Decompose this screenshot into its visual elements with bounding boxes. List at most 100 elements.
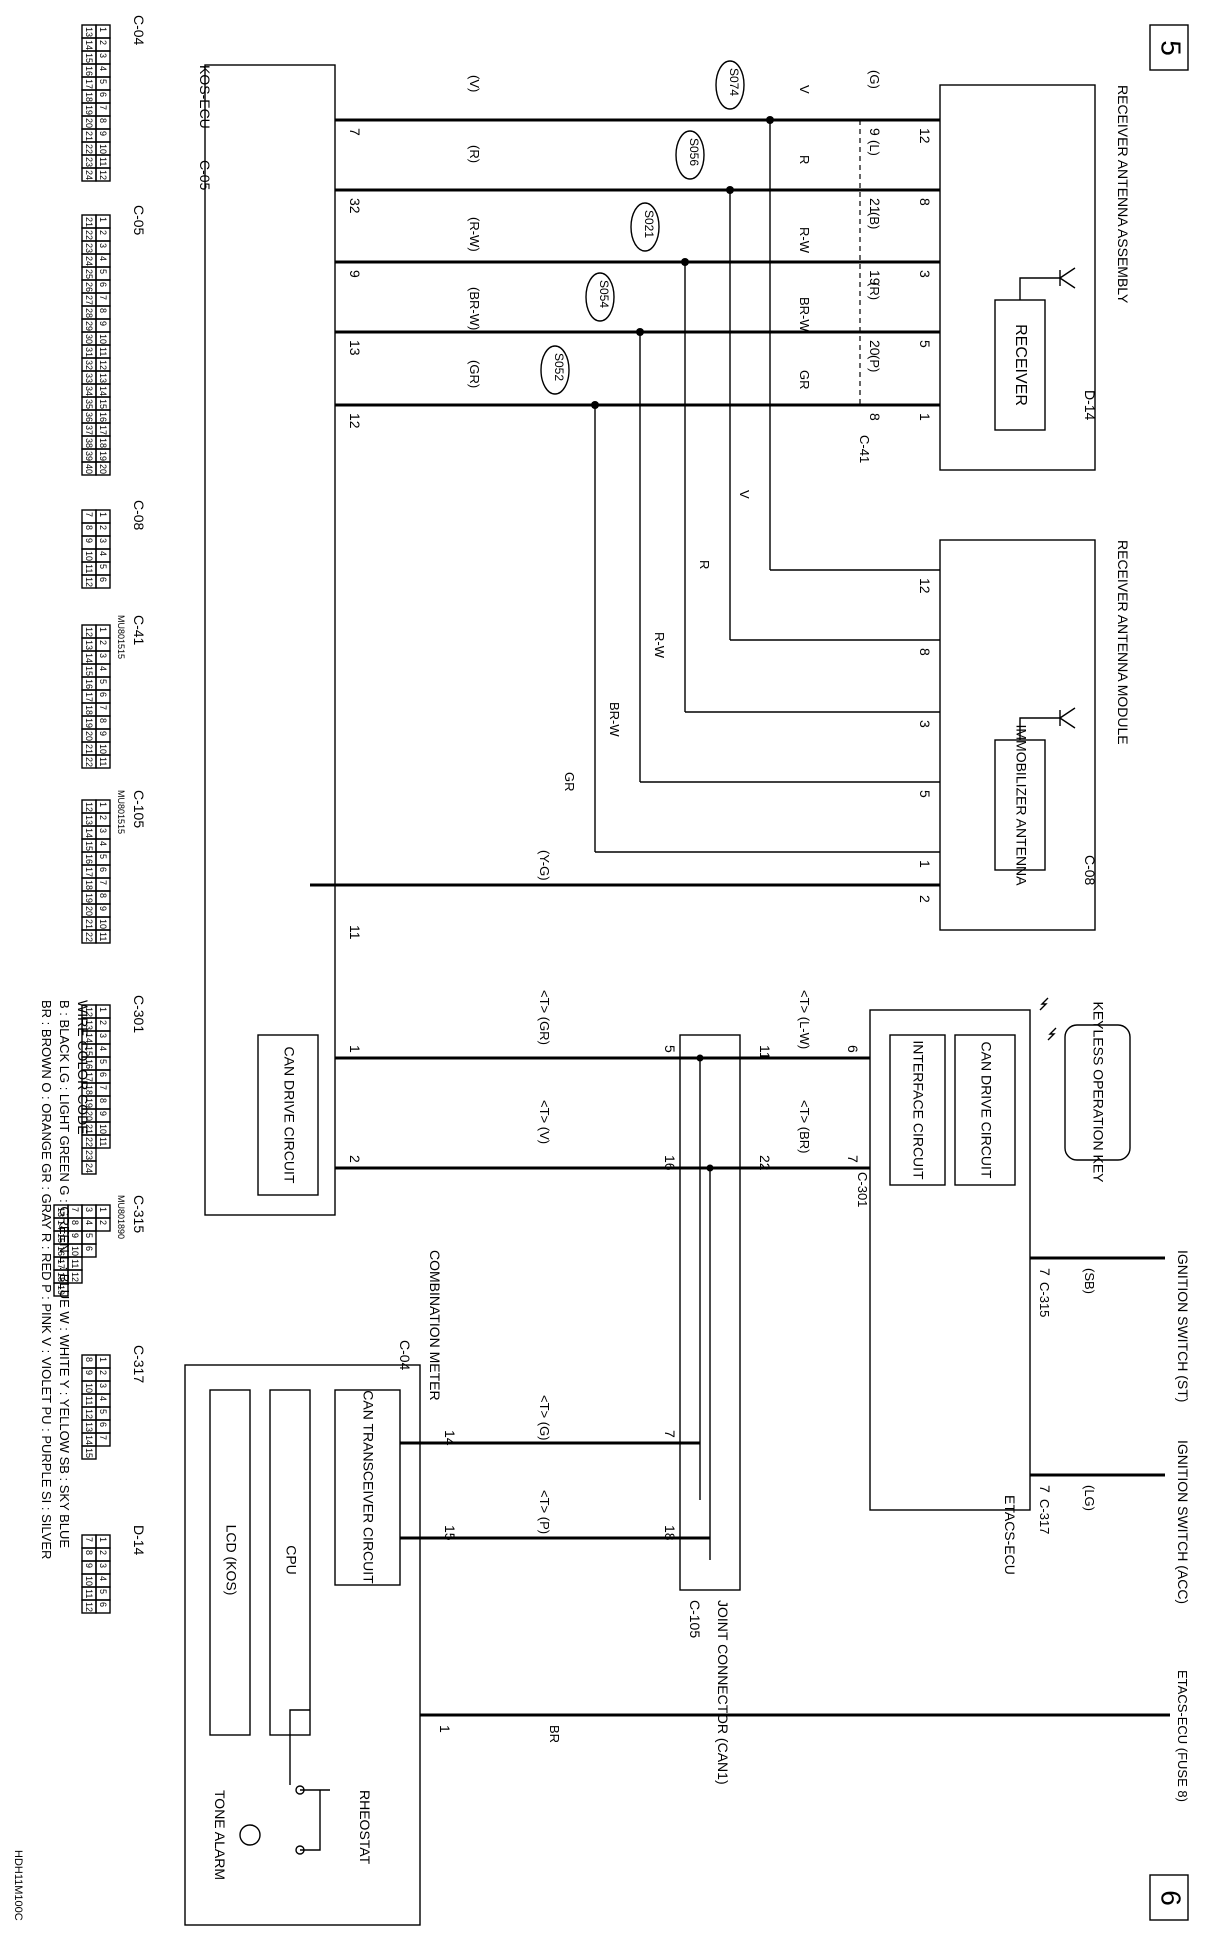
kos-can-drive-block <box>257 1034 319 1196</box>
rheostat-icon <box>289 1709 330 1855</box>
connector-pin: 12 <box>84 1007 94 1017</box>
connector-pin: 11 <box>84 1396 94 1405</box>
connector-pin: 16 <box>84 679 94 689</box>
connector-pin: 13 <box>98 373 108 383</box>
connector-pin: 3 <box>98 828 108 833</box>
connector-pin: 5 <box>84 1233 94 1238</box>
connector-id: C-41 <box>131 615 147 646</box>
wire-color: R-W <box>797 227 812 254</box>
splice-label: S021 <box>642 210 656 238</box>
ign-acc-label: IGNITION SWITCH (ACC) <box>1175 1440 1191 1604</box>
module-pin: 5 <box>917 790 933 798</box>
connector-pin: 22 <box>84 144 94 154</box>
connector-pin: 11 <box>70 1259 80 1268</box>
kos-ecu-title: KOS-ECU <box>197 65 213 129</box>
connector-pin: 40 <box>84 464 94 474</box>
connector-pin: 13 <box>84 640 94 650</box>
connector-pin: 14 <box>98 386 108 396</box>
connector-pin: 10 <box>84 551 94 561</box>
connector-cell <box>81 754 97 769</box>
connector-pin: 10 <box>98 144 108 154</box>
connector-pin: 18 <box>84 880 94 890</box>
connector-pin: 20 <box>84 1111 94 1121</box>
connector-pin: 27 <box>84 295 94 305</box>
connector-pin: 10 <box>98 1124 108 1134</box>
junction-connector: C-41 <box>857 435 872 463</box>
connector-pin: 21 <box>84 131 94 141</box>
meter-can-color1: <T> (G) <box>537 1395 552 1441</box>
connector-pin: 8 <box>98 118 108 123</box>
connector-pin: 26 <box>84 282 94 292</box>
lcd-block <box>209 1389 251 1736</box>
signal-waves-icon <box>1039 997 1057 1041</box>
junction-pin: 20 <box>867 340 883 356</box>
connector-pin: 1 <box>98 512 108 517</box>
connector-pin: 7 <box>84 512 94 517</box>
joint-connector-box <box>679 1034 741 1591</box>
connector-pin: 2 <box>98 640 108 645</box>
connector-pin: 6 <box>84 1246 94 1251</box>
connector-pin: 1 <box>98 1537 108 1542</box>
connector-pin: 5 <box>98 854 108 859</box>
connector-cell <box>81 1599 97 1614</box>
joint-pin-18: 18 <box>662 1525 678 1541</box>
connector-pin: 4 <box>98 256 108 261</box>
connector-pin: 1 <box>98 1357 108 1362</box>
wire-color: GR <box>797 370 812 390</box>
junction-color: (G) <box>867 70 882 89</box>
splice-label: S052 <box>552 353 566 381</box>
ecu-pin-11: 11 <box>347 925 363 940</box>
joint-connector-label: JOINT CONNECTOR (CAN1) <box>715 1600 731 1785</box>
connector-pin: 20 <box>98 464 108 474</box>
connector-id: D-14 <box>131 1525 147 1556</box>
connector-pin: 1 <box>98 1207 108 1212</box>
connector-pin: 15 <box>84 1448 94 1458</box>
connector-pin: 18 <box>84 1085 94 1095</box>
connector-pin: 3 <box>98 243 108 248</box>
connector-pin: 6 <box>98 1072 108 1077</box>
immobilizer-label: IMMOBILIZER ANTENNA <box>1013 724 1029 886</box>
figure-code: HDH11M100C <box>12 1850 24 1921</box>
connector-pin: 13 <box>84 1422 94 1432</box>
connector-pin: 15 <box>84 1046 94 1056</box>
ign-acc-wire-color: (LG) <box>1082 1485 1097 1511</box>
connector-pin: 8 <box>98 308 108 313</box>
wire-color: BR-W <box>797 297 812 332</box>
connector-pin: 10 <box>70 1246 80 1256</box>
connector-pin: 24 <box>84 1163 94 1173</box>
joint-pin-5: 5 <box>662 1045 678 1053</box>
connector-pin: 1 <box>98 217 108 222</box>
connector-pin: 16 <box>84 854 94 864</box>
connector-pin: 11 <box>84 564 94 573</box>
receiver-assembly-connector: D-14 <box>1082 390 1098 421</box>
connector-pin: 32 <box>84 360 94 370</box>
connector-pin: 8 <box>98 1098 108 1103</box>
connector-pin: 9 <box>98 731 108 736</box>
connector-pin: 25 <box>84 269 94 279</box>
connector-C-301: C-30112345678910111213141516171819202122… <box>81 995 147 1175</box>
kos-ecu-connector: C-05 <box>197 160 213 191</box>
page-marker-right: 6 <box>1149 1874 1189 1921</box>
ecu-pin: 9 <box>347 270 363 278</box>
connector-pin: 17 <box>84 1072 94 1082</box>
connector-pin: 4 <box>98 841 108 846</box>
connector-pin: 7 <box>84 1537 94 1542</box>
keyless-key-label: KEYLESS OPERATION KEY <box>1090 1001 1106 1183</box>
connector-pin: 14 <box>84 653 94 663</box>
connector-C-04: C-04123456789101112131415161718192021222… <box>81 15 147 182</box>
module-pin: 12 <box>917 578 933 594</box>
kos-can-color2: <T> (V) <box>537 1100 552 1144</box>
module-pin: 8 <box>917 648 933 656</box>
receiver-module-title: RECEIVER ANTENNA MODULE <box>1115 540 1131 745</box>
connector-pin: 6 <box>98 692 108 697</box>
connector-pin: 19 <box>56 1285 66 1295</box>
connector-pin: 17 <box>84 79 94 89</box>
connector-pin: 35 <box>84 399 94 409</box>
connector-id: C-08 <box>131 500 147 531</box>
interface-block <box>889 1034 946 1186</box>
connector-ref: MU801890 <box>116 1195 126 1239</box>
connector-pin: 7 <box>98 705 108 710</box>
immobilizer-antenna-icon <box>1019 707 1076 740</box>
connector-pin: 18 <box>56 1272 66 1282</box>
connector-pin: 1 <box>98 627 108 632</box>
